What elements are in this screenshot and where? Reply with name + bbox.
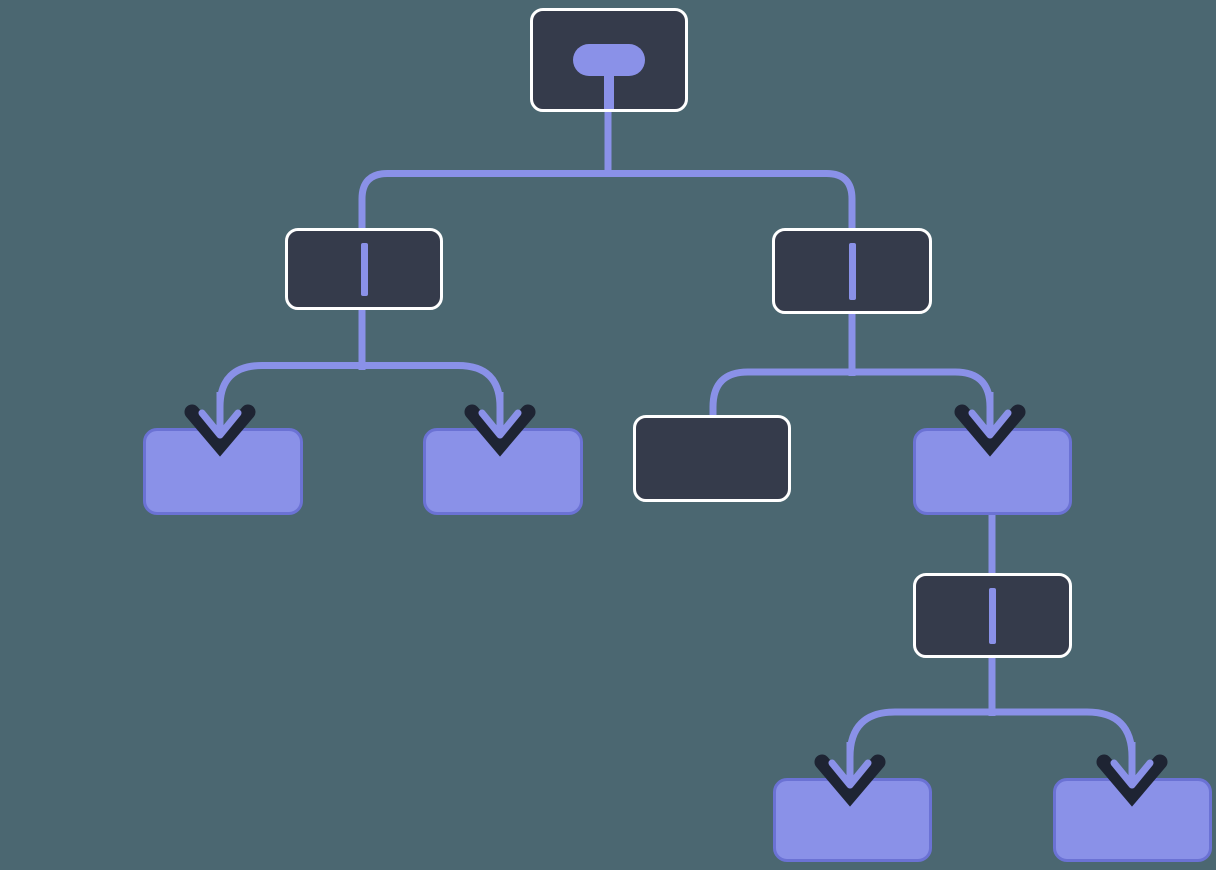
root-node[interactable]	[530, 8, 688, 112]
arrow-head-icon	[478, 409, 522, 439]
chevron-dark-icon	[464, 404, 536, 457]
chevron-dark-icon	[954, 404, 1026, 457]
arrowhead-3	[954, 392, 1026, 457]
leaf-node-dark[interactable]	[633, 415, 791, 502]
edge-level2-branch	[358, 170, 856, 376]
through-line-icon	[989, 588, 996, 644]
arrowhead-1	[184, 392, 256, 457]
junction-node-left[interactable]	[285, 228, 443, 310]
through-line-icon	[848, 243, 856, 300]
arrow-head-icon	[968, 409, 1012, 439]
pill-shape	[573, 44, 645, 76]
chevron-dark-icon	[1096, 754, 1168, 807]
arrow-head-icon	[198, 409, 242, 439]
root-pill-icon	[533, 11, 685, 109]
chevron-dark-icon	[814, 754, 886, 807]
arrow-head-icon	[1110, 759, 1154, 789]
edge-level5-branch	[846, 708, 1136, 758]
through-line-icon	[360, 243, 368, 296]
arrowhead-2	[464, 392, 536, 457]
arrowhead-5	[1096, 742, 1168, 807]
chevron-dark-icon	[184, 404, 256, 457]
junction-node-bottom[interactable]	[913, 573, 1072, 658]
arrow-head-icon	[828, 759, 872, 789]
edge-level3-right	[709, 368, 994, 417]
arrowhead-4	[814, 742, 886, 807]
junction-node-right[interactable]	[772, 228, 932, 314]
edge-level3-left	[216, 362, 504, 408]
pill-stem	[604, 74, 614, 109]
